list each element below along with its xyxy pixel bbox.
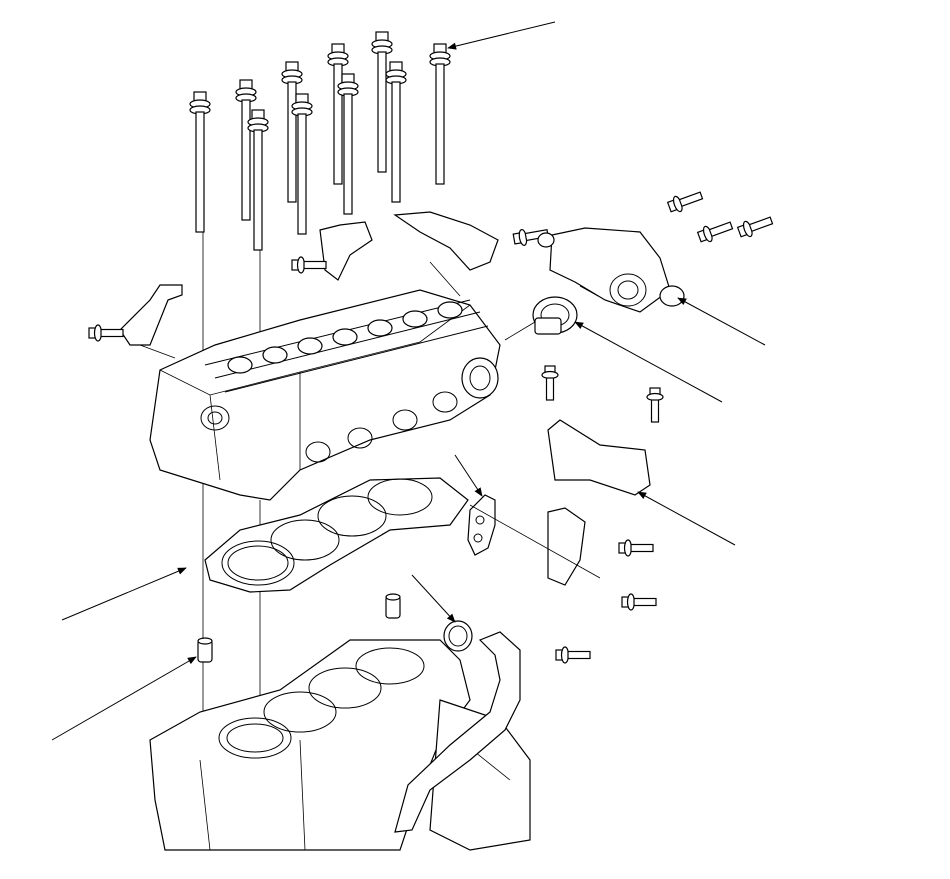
rocker-arms bbox=[227, 301, 463, 374]
callout-leader-head-bolt bbox=[447, 21, 556, 50]
cylinder-head bbox=[149, 289, 501, 501]
callout-leader-o-ring bbox=[411, 574, 456, 623]
callout-leader-water-gasket bbox=[454, 454, 483, 497]
callout-leader-heat-shield bbox=[637, 491, 736, 546]
callout-leader-dowel-pin bbox=[51, 656, 197, 741]
head-bolt bbox=[371, 31, 393, 173]
water-pipe bbox=[394, 631, 591, 833]
dowel-pin bbox=[385, 593, 401, 619]
cylinder-head-gasket bbox=[204, 477, 469, 593]
dowel-pin bbox=[197, 637, 213, 663]
callout-leader-outlet-housing bbox=[677, 297, 766, 346]
head-bolt bbox=[385, 61, 407, 203]
bracket bbox=[291, 221, 373, 281]
head-bolt bbox=[235, 79, 257, 221]
o-ring bbox=[443, 620, 473, 652]
callout-leaders bbox=[51, 21, 766, 741]
head-bolt bbox=[189, 91, 211, 233]
engine-mount-bracket bbox=[547, 507, 657, 611]
water-passage-gasket bbox=[467, 494, 496, 556]
harness-bracket bbox=[393, 211, 550, 271]
head-bolt bbox=[429, 43, 451, 185]
callout-leader-thermostat bbox=[574, 321, 723, 403]
engine-hanger-bracket bbox=[88, 284, 183, 346]
head-bolt bbox=[247, 109, 269, 251]
heat-shield bbox=[541, 365, 664, 496]
callout-leader-head-gasket bbox=[61, 567, 187, 621]
thermostat bbox=[532, 296, 578, 335]
engine-block bbox=[149, 639, 531, 851]
water-outlet-housing bbox=[537, 187, 775, 313]
